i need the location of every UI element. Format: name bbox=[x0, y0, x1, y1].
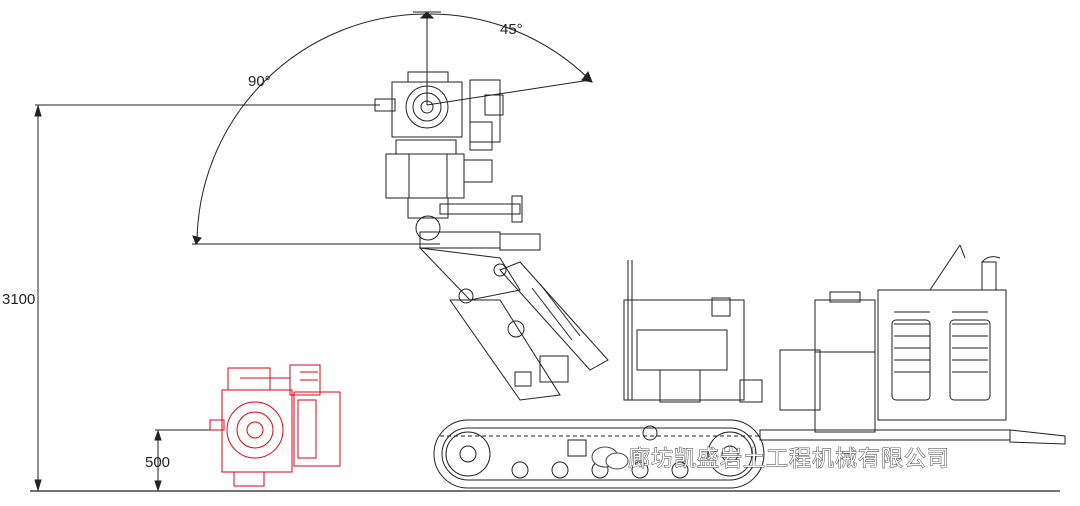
dimension-3100-label: 3100 bbox=[2, 291, 35, 308]
power-unit bbox=[779, 291, 876, 433]
height-dimension-3100 bbox=[34, 104, 380, 492]
mast-frame bbox=[623, 260, 763, 403]
crawler-track bbox=[433, 419, 765, 489]
angle-90-label: 90° bbox=[248, 73, 271, 90]
rear-outrigger bbox=[759, 429, 1066, 445]
watermark-text: 廊坊凯盛岩土工程机械有限公司 bbox=[628, 447, 950, 472]
dimension-500-label: 500 bbox=[145, 454, 170, 471]
rotation-arc bbox=[192, 11, 593, 245]
angle-45-label: 45° bbox=[500, 21, 523, 38]
drill-head-upper bbox=[374, 71, 541, 251]
watermark-logo bbox=[591, 446, 629, 470]
height-dimension-500 bbox=[154, 429, 215, 492]
drill-head-low-position bbox=[209, 364, 341, 487]
engine-cabinet bbox=[877, 244, 1007, 421]
boom-arm bbox=[418, 247, 609, 401]
